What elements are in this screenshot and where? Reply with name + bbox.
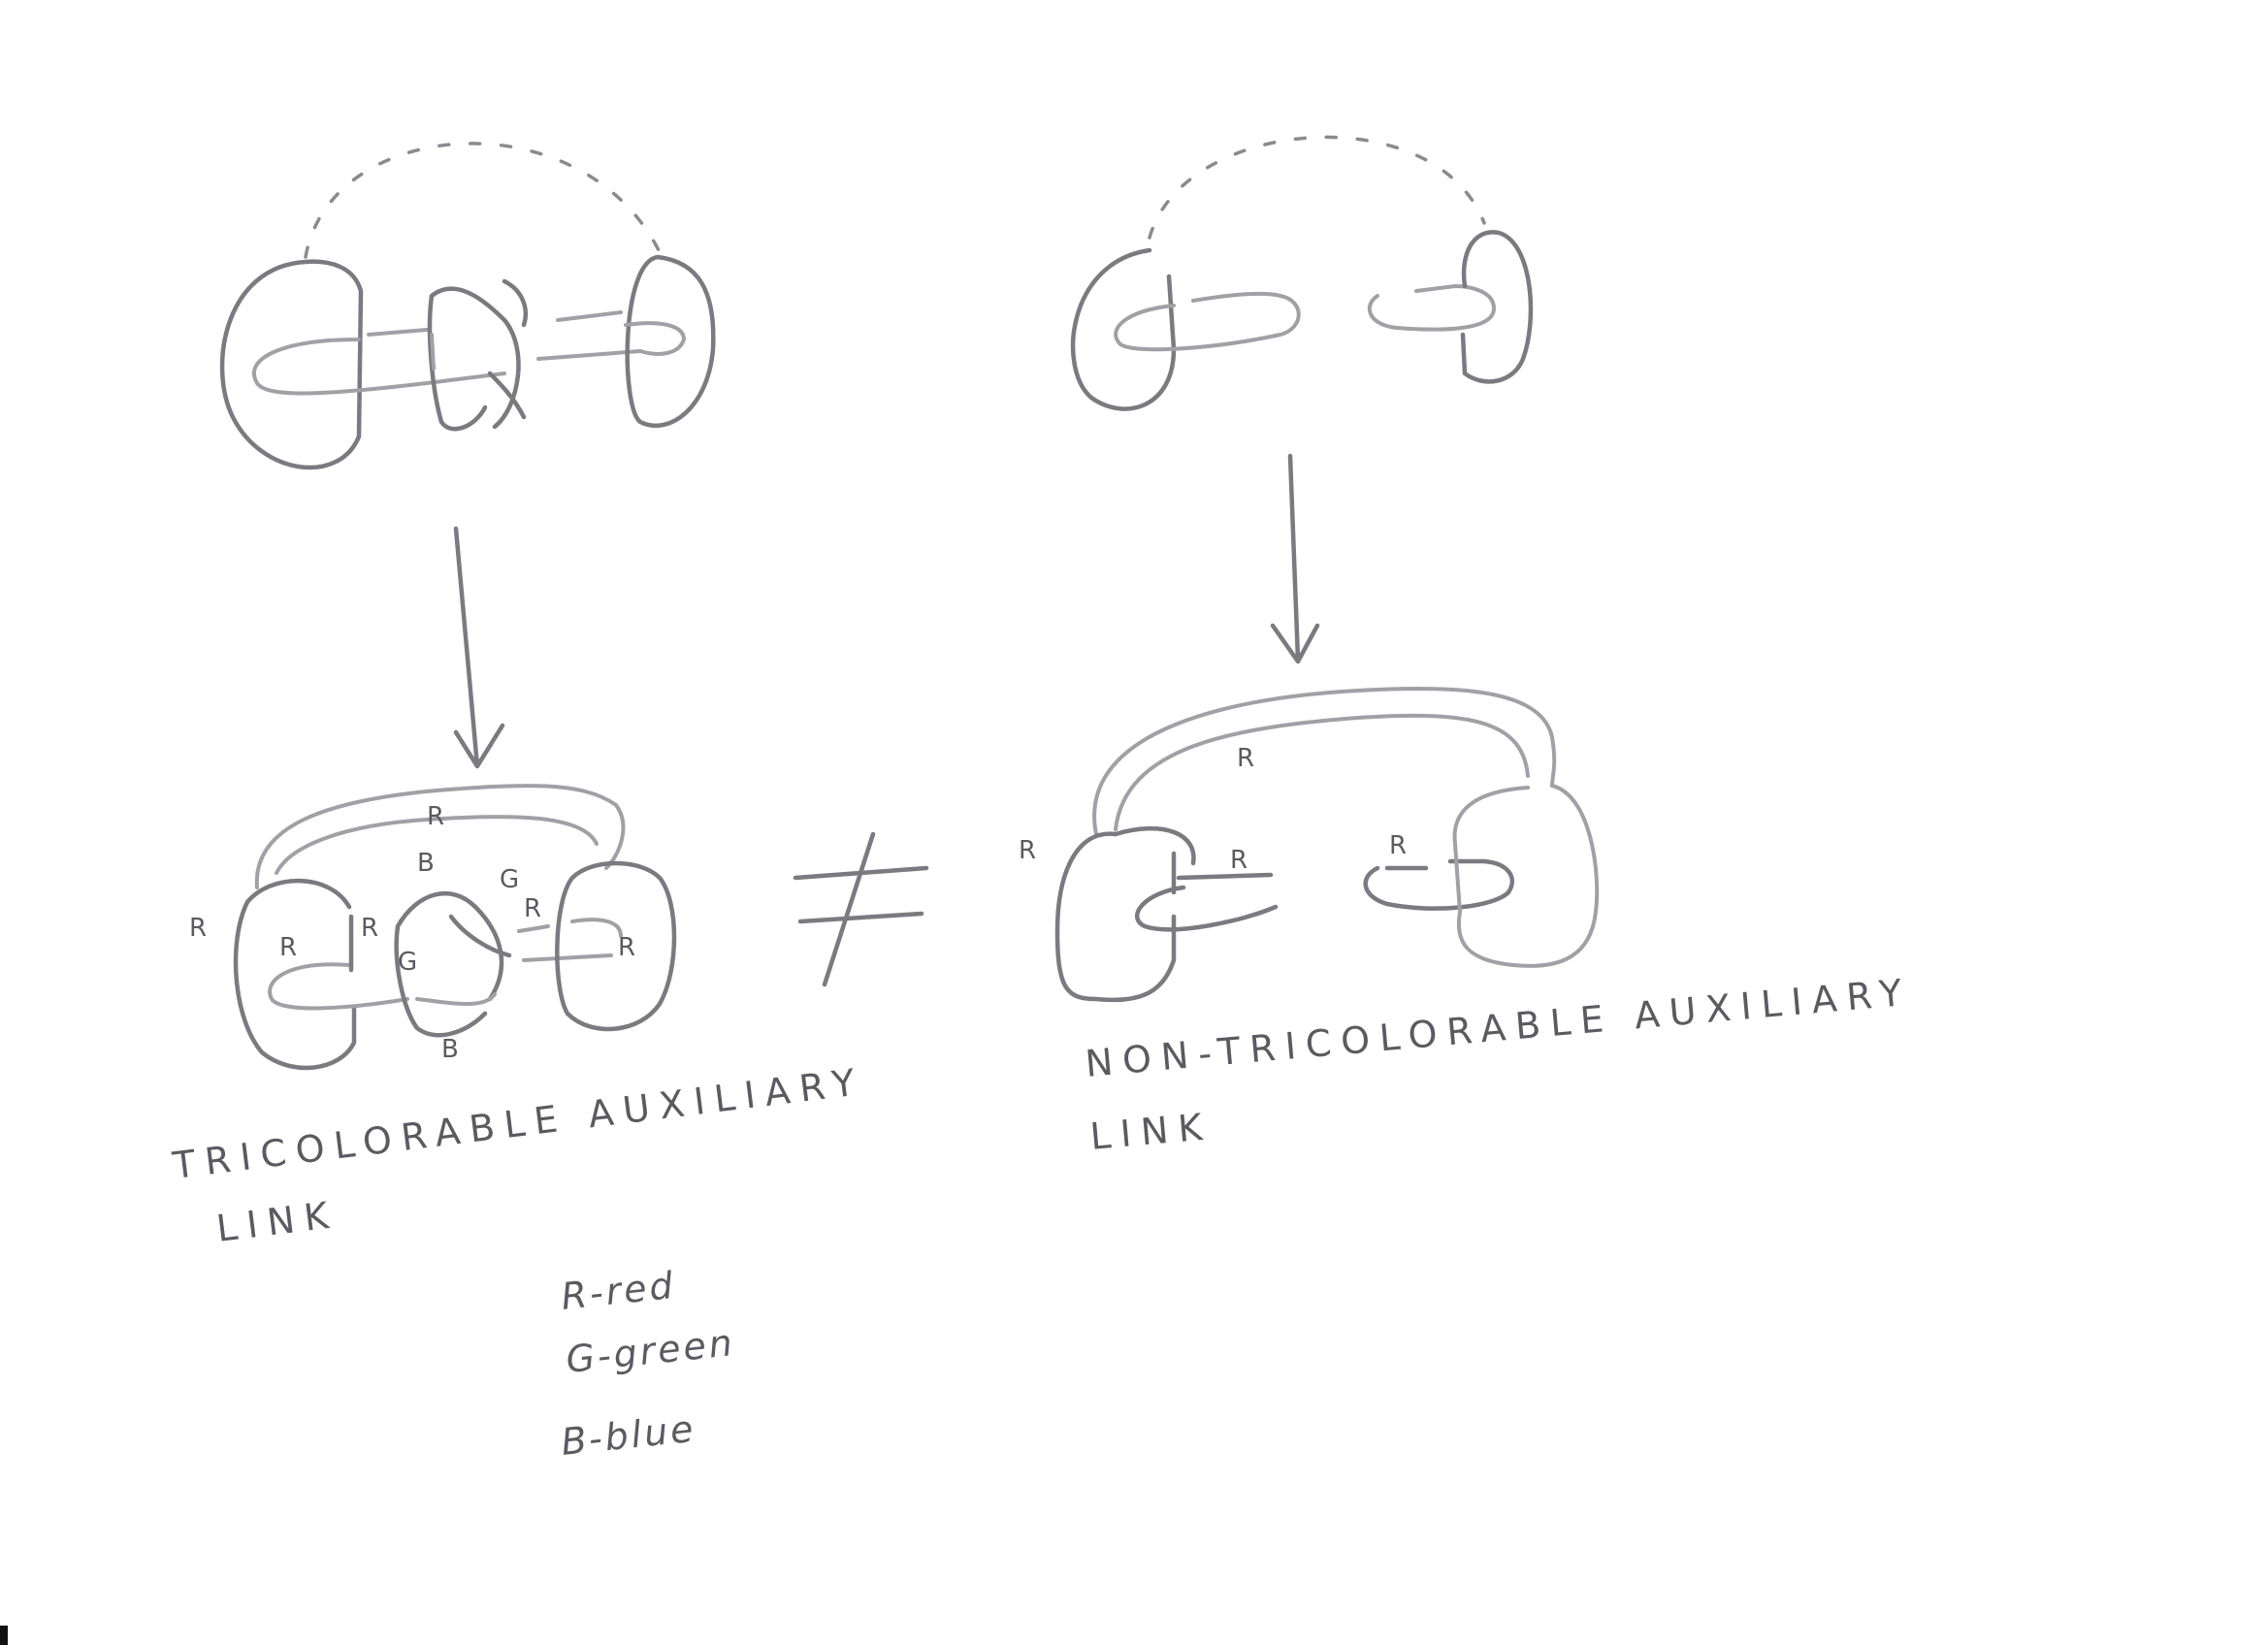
bottom-left-right-loop <box>555 860 677 1032</box>
top-right-right-loop <box>1460 230 1534 384</box>
caption-right-line1: NON-TRICOLORABLE AUXILIARY <box>1084 971 1913 1085</box>
caption-left-line1: TRICOLORABLE AUXILIARY <box>170 1060 867 1187</box>
label-br-right-arc: R <box>1389 831 1407 860</box>
bottom-left-outer-arc <box>254 784 626 889</box>
bottom-right-right-ring <box>1363 858 1515 911</box>
bottom-right-left-loop <box>1054 831 1177 1003</box>
label-br-outer-top: R <box>1237 744 1254 773</box>
top-right-left-loop <box>1070 247 1177 411</box>
top-right-link <box>1070 135 1534 664</box>
label-bl-right-bottom: R <box>618 933 635 962</box>
top-left-middle-strand <box>430 333 436 371</box>
left-down-arrow <box>453 526 505 769</box>
bottom-left-right-hook <box>570 918 623 938</box>
label-bl-outer-left: R <box>189 914 207 943</box>
bottom-left-left-loop <box>233 878 357 1071</box>
label-br-left-arc: R <box>1230 846 1247 875</box>
caption-left-line2: LINK <box>214 1193 340 1250</box>
label-bl-middle-top: B <box>417 849 435 878</box>
top-right-down-arrow <box>1270 453 1320 664</box>
bottom-right-right-loop <box>1452 784 1600 968</box>
bottom-right-outer-arc <box>1092 686 1557 836</box>
not-equal-sign: ≠ <box>0 0 929 987</box>
legend-blue: B-blue <box>559 1407 697 1464</box>
top-left-right-loop <box>625 254 716 429</box>
not-equal-text: ≠ <box>0 0 1 1</box>
caption-right-line2: LINK <box>1088 1105 1214 1158</box>
label-bl-right-top-g: G <box>500 865 519 894</box>
label-bl-middle-left: R <box>361 914 378 943</box>
top-left-left-loop <box>219 259 364 470</box>
top-left-connector-upper <box>556 310 623 322</box>
top-left-band-upper <box>367 328 429 337</box>
bottom-left-left-ring <box>268 962 409 1011</box>
scan-mark <box>0 1626 8 1645</box>
top-right-left-ring <box>1114 291 1301 352</box>
label-bl-middle-center: G <box>398 948 417 977</box>
top-left-knot <box>219 142 716 470</box>
legend-green: G-green <box>564 1321 736 1381</box>
label-bl-outer-top: R <box>427 802 444 831</box>
label-bl-right-arc: R <box>524 894 541 923</box>
bottom-right-non-tricolorable-link: R R R R <box>1019 686 1600 1003</box>
label-br-outer-left: R <box>1019 836 1036 865</box>
top-right-right-ring <box>1367 284 1496 332</box>
bottom-left-connector-lower <box>522 953 613 962</box>
bottom-left-connector-upper <box>517 924 550 933</box>
bottom-left-tricolorable-link: R R R R B G B G R R <box>189 784 677 1071</box>
label-bl-middle-bottom: B <box>441 1035 459 1064</box>
top-left-right-hook <box>624 321 686 356</box>
top-left-connector-lower <box>536 349 642 361</box>
not-equal-drawn <box>793 831 929 987</box>
top-left-dashed-arc <box>304 142 662 259</box>
legend-red: R-red <box>559 1264 677 1318</box>
bottom-left-middle-ring <box>415 992 497 1006</box>
top-left-middle-twist <box>427 278 529 432</box>
top-right-dashed-arc <box>1148 135 1486 240</box>
top-left-horizontal-band <box>251 338 506 396</box>
bottom-left-middle-twist <box>394 890 512 1038</box>
bottom-right-left-ring <box>1135 872 1279 932</box>
label-bl-inner-left: R <box>279 933 297 962</box>
bottom-right-left-hook <box>1113 825 1196 866</box>
